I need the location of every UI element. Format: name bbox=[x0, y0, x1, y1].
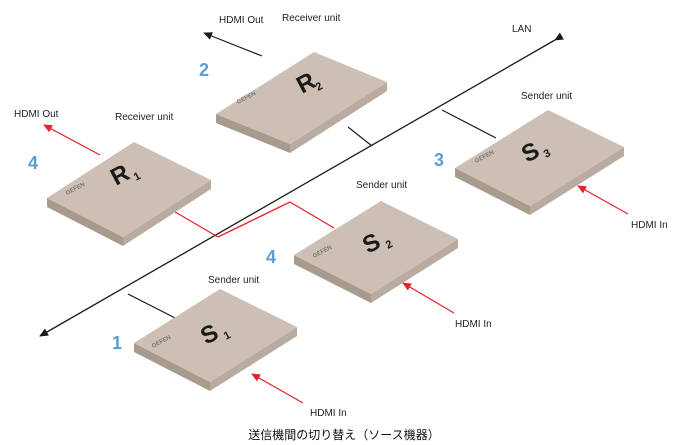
device-r1-side bbox=[47, 198, 123, 246]
device-s1: GEFEN S 1 bbox=[134, 289, 297, 391]
device-r2-top bbox=[216, 52, 387, 144]
device-s1-front bbox=[210, 327, 297, 391]
device-s3-top bbox=[455, 110, 624, 206]
lan-label: LAN bbox=[512, 24, 531, 35]
device-r2-front bbox=[290, 82, 387, 153]
hdmi-out-label-r1: HDMI Out bbox=[14, 109, 59, 120]
hdmi-in-label-s1: HDMI In bbox=[310, 408, 347, 419]
lan-line bbox=[39, 32, 564, 337]
step-number-s3: 3 bbox=[434, 150, 444, 170]
device-s1-subscript: 1 bbox=[222, 329, 233, 342]
tap-r1 bbox=[169, 208, 219, 238]
hdmi-out-label-r2: HDMI Out bbox=[219, 15, 264, 26]
sender-unit-label-s1: Sender unit bbox=[208, 275, 259, 286]
tap-s2 bbox=[289, 201, 335, 229]
sender-unit-label-s3: Sender unit bbox=[521, 91, 572, 102]
device-r1-top bbox=[47, 142, 211, 237]
device-r2: GEFEN R 2 bbox=[216, 52, 387, 153]
sender-unit-label-s2: Sender unit bbox=[356, 180, 407, 191]
device-r1-subscript: 1 bbox=[132, 170, 143, 183]
step-number-r1: 4 bbox=[28, 153, 38, 173]
receiver-unit-label-r2: Receiver unit bbox=[282, 13, 341, 24]
hdmi-in-label-s3: HDMI In bbox=[631, 220, 668, 231]
device-r2-subscript: 2 bbox=[314, 80, 325, 93]
device-s1-side bbox=[134, 343, 210, 391]
hdmi-in-arrow-s3 bbox=[577, 185, 629, 215]
step-number-s1: 1 bbox=[112, 333, 122, 353]
hdmi-in-arrow-s2 bbox=[402, 282, 455, 314]
device-r2-side bbox=[216, 114, 290, 153]
hdmi-out-arrow-r2 bbox=[203, 32, 263, 57]
device-s2-side bbox=[294, 255, 371, 303]
device-s2-front bbox=[371, 239, 458, 303]
device-s2: GEFEN S 2 bbox=[294, 201, 458, 303]
device-s1-top bbox=[134, 289, 297, 382]
step-number-r2: 2 bbox=[199, 60, 209, 80]
device-r1-front bbox=[123, 180, 211, 246]
step-number-s2: 4 bbox=[266, 247, 276, 267]
device-r1: GEFEN R 1 bbox=[47, 142, 211, 246]
device-s3-subscript: 3 bbox=[542, 147, 553, 160]
device-s2-top bbox=[294, 201, 458, 294]
hdmi-out-arrow-r1 bbox=[43, 124, 101, 156]
figure-caption: 送信機間の切り替え（ソース機器） bbox=[248, 427, 439, 442]
device-s3: GEFEN S 3 bbox=[455, 110, 624, 215]
tap-s1 bbox=[127, 293, 184, 323]
device-s3-front bbox=[530, 147, 624, 215]
lan-active-segment bbox=[217, 201, 291, 238]
device-s3-side bbox=[455, 168, 530, 215]
hdmi-in-arrow-s1 bbox=[251, 373, 304, 404]
receiver-unit-label-r1: Receiver unit bbox=[115, 112, 174, 123]
hdmi-in-label-s2: HDMI In bbox=[455, 319, 492, 330]
tap-s3 bbox=[441, 109, 497, 139]
tap-r2 bbox=[347, 126, 373, 147]
device-s2-subscript: 2 bbox=[384, 238, 395, 251]
